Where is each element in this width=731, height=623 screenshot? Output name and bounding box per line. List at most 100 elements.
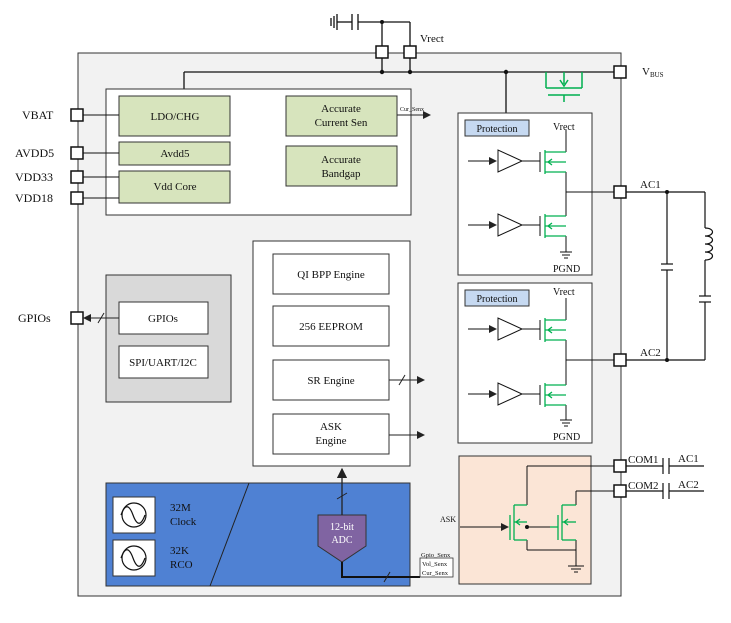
com1-label: COM1 — [628, 454, 659, 466]
vrect-label-2: Vrect — [553, 287, 575, 298]
vrect-pin-1 — [375, 45, 389, 59]
vdd18-label: VDD18 — [15, 191, 53, 205]
junction-dot — [525, 525, 529, 529]
adc-shape — [317, 514, 367, 563]
qi-bpp-engine-label: QI BPP Engine — [297, 269, 365, 281]
gpio-bus-slash — [97, 312, 105, 324]
com1-pin — [613, 459, 627, 473]
vrect-label-1: Vrect — [553, 122, 575, 133]
ac1-pin — [613, 185, 627, 199]
spi-uart-i2c-box — [118, 345, 209, 379]
ask-input-label: ASK — [440, 515, 456, 524]
ask-modulator-circuit — [460, 465, 614, 573]
vbat-label: VBAT — [22, 108, 54, 122]
vdd-core-box — [118, 170, 231, 204]
avdd5-pin — [70, 146, 84, 160]
adc-bus-slash — [336, 492, 348, 500]
bandgap-box — [285, 145, 398, 187]
ldo-chg-label: LDO/CHG — [151, 111, 200, 123]
vbus-label: VBUS — [642, 66, 664, 79]
adc-label-2: ADC — [331, 535, 352, 546]
com2-label: COM2 — [628, 480, 659, 492]
spi-uart-i2c-label: SPI/UART/I2C — [129, 357, 197, 369]
ask-modulator-fets — [509, 504, 576, 541]
gpios-pin — [70, 311, 84, 325]
ask-engine-label-1: ASK — [320, 421, 342, 433]
clock-32m-label-1: 32M — [170, 502, 191, 514]
clock-32k-label-1: 32K — [170, 545, 189, 557]
analog-block-divider — [209, 482, 250, 587]
eeprom-label: 256 EEPROM — [299, 321, 363, 333]
sr-engine-box — [272, 359, 390, 401]
ask-modulator-block — [458, 455, 592, 585]
ac2-pin — [613, 353, 627, 367]
sr-engine-label: SR Engine — [307, 375, 354, 387]
avdd5-label: Avdd5 — [160, 148, 190, 160]
io-block — [105, 274, 232, 403]
com-cap-network — [626, 458, 704, 499]
vol-senx-label: Vol_Senx — [422, 561, 448, 568]
eeprom-box — [272, 305, 390, 347]
external-coil-network — [626, 191, 714, 361]
vdd33-label: VDD33 — [15, 170, 53, 184]
gpios-pin-label: GPIOs — [18, 311, 51, 325]
sr-bus-slash — [398, 374, 406, 386]
bandgap-label-1: Accurate — [321, 154, 361, 166]
oscillator-circle-icon — [121, 545, 147, 571]
vdd18-pin — [70, 191, 84, 205]
ldo-chg-box — [118, 95, 231, 137]
vbus-pin — [613, 65, 627, 79]
current-sen-label-2: Current Sen — [315, 117, 368, 129]
junction-dot — [503, 69, 509, 75]
cur-senx-in-label: Cur_Senx — [422, 570, 449, 577]
bandgap-label-2: Bandgap — [321, 168, 361, 180]
protection-2-fets — [544, 318, 566, 407]
oscillator-circle-icon — [121, 502, 147, 528]
protection-1-fets — [544, 150, 566, 238]
clock-32m-label-2: Clock — [170, 516, 197, 528]
vbat-pin — [70, 108, 84, 122]
clock-32k-label-2: RCO — [170, 559, 193, 571]
qi-bpp-engine-box — [272, 253, 390, 295]
protection-2-circuit — [468, 298, 614, 427]
adc-input-line — [341, 562, 420, 578]
vbus-switch-fet — [545, 72, 583, 102]
adc-input-slash — [383, 571, 391, 583]
protection-label-1: Protection — [476, 124, 517, 135]
protection-label-2: Protection — [476, 294, 517, 305]
com2-ext-label: AC2 — [678, 479, 699, 491]
vrect-cap-network — [183, 14, 614, 113]
pgnd-label-2: PGND — [553, 432, 580, 443]
protection-label-box-1 — [464, 119, 530, 137]
com2-pin — [613, 484, 627, 498]
junction-dot — [379, 69, 385, 75]
current-sen-label-1: Accurate — [321, 103, 361, 115]
ac1-label: AC1 — [640, 179, 661, 191]
vrect-pin-2 — [403, 45, 417, 59]
vdd-core-label: Vdd Core — [153, 181, 196, 193]
junction-dot — [407, 69, 413, 75]
junction-dot — [380, 20, 384, 24]
left-pin-wires — [83, 114, 119, 199]
adc-label-1: 12-bit — [330, 522, 354, 533]
vrect-pin-label: Vrect — [420, 33, 444, 45]
protection-block-1 — [457, 112, 593, 276]
gpios-box-label: GPIOs — [148, 313, 178, 325]
pgnd-label-1: PGND — [553, 264, 580, 275]
ask-engine-label-2: Engine — [315, 435, 346, 447]
ask-engine-box — [272, 413, 390, 455]
ac2-label: AC2 — [640, 347, 661, 359]
protection-block-2 — [457, 282, 593, 444]
sense-mux — [419, 557, 454, 578]
gpio-senx-label: Gpio_Senx — [421, 552, 451, 559]
protection-label-box-2 — [464, 289, 530, 307]
com1-ext-label: AC1 — [678, 453, 699, 465]
avdd5-pin-label: AVDD5 — [15, 146, 54, 160]
vdd33-pin — [70, 170, 84, 184]
cur-senx-label: Cur_Senx — [400, 107, 424, 113]
current-sen-box — [285, 95, 398, 137]
junction-dot — [665, 190, 669, 194]
junction-dot — [665, 358, 669, 362]
protection-1-circuit — [468, 130, 614, 259]
